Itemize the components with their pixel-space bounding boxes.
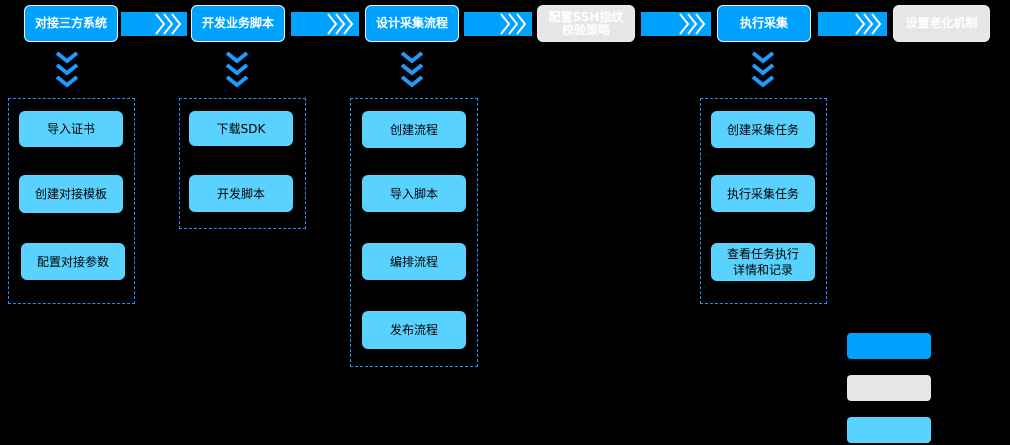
chevron-right-icon	[155, 13, 182, 35]
group-design-flow	[350, 98, 478, 367]
chevron-right-icon	[855, 13, 882, 35]
sub-import-certificate[interactable]: 导入证书	[19, 111, 123, 147]
step-develop-script[interactable]: 开发业务脚本	[191, 5, 285, 42]
legend-swatch-blue	[847, 333, 931, 359]
connector-arrow	[641, 12, 711, 36]
step-label: 开发业务脚本	[201, 16, 274, 30]
chevron-down-icon	[225, 51, 249, 88]
connector-arrow	[121, 12, 187, 36]
step-design-flow[interactable]: 设计采集流程	[365, 5, 459, 42]
step-label: 设置老化机制	[905, 16, 978, 30]
chevron-down-icon	[400, 51, 424, 88]
legend-swatch-light-blue	[847, 417, 931, 443]
connector-arrow	[818, 12, 887, 36]
chevron-down-icon	[751, 51, 775, 88]
step-execute-collection[interactable]: 执行采集	[717, 5, 811, 42]
chevron-right-icon	[500, 13, 527, 35]
step-aging-mechanism[interactable]: 设置老化机制	[893, 5, 990, 42]
sub-orchestrate-flow[interactable]: 编排流程	[362, 243, 466, 280]
sub-create-flow[interactable]: 创建流程	[362, 111, 466, 148]
sub-create-template[interactable]: 创建对接模板	[19, 175, 123, 213]
sub-develop-script[interactable]: 开发脚本	[189, 175, 293, 212]
step-label: 执行采集	[739, 16, 788, 30]
group-develop-script	[179, 98, 306, 229]
chevron-right-icon	[679, 13, 706, 35]
sub-config-params[interactable]: 配置对接参数	[21, 243, 125, 280]
sub-create-task[interactable]: 创建采集任务	[711, 111, 815, 148]
sub-execute-task[interactable]: 执行采集任务	[711, 175, 815, 212]
sub-download-sdk[interactable]: 下载SDK	[189, 111, 293, 146]
sub-import-script[interactable]: 导入脚本	[362, 175, 466, 212]
step-label: 配置SSH指纹校验策略	[548, 9, 624, 37]
chevron-down-icon	[55, 51, 79, 88]
step-ssh-fingerprint[interactable]: 配置SSH指纹校验策略	[537, 5, 635, 42]
group-integrate-third-party	[8, 98, 135, 304]
legend-swatch-grey	[847, 375, 931, 401]
connector-arrow	[464, 12, 532, 36]
step-label: 对接三方系统	[34, 16, 107, 30]
step-label: 设计采集流程	[375, 16, 448, 30]
step-integrate-third-party[interactable]: 对接三方系统	[24, 5, 118, 42]
connector-arrow	[291, 12, 359, 36]
group-execute-collection	[700, 98, 827, 304]
sub-view-task-details[interactable]: 查看任务执行详情和记录	[711, 243, 815, 281]
sub-publish-flow[interactable]: 发布流程	[362, 311, 466, 349]
chevron-right-icon	[327, 13, 354, 35]
